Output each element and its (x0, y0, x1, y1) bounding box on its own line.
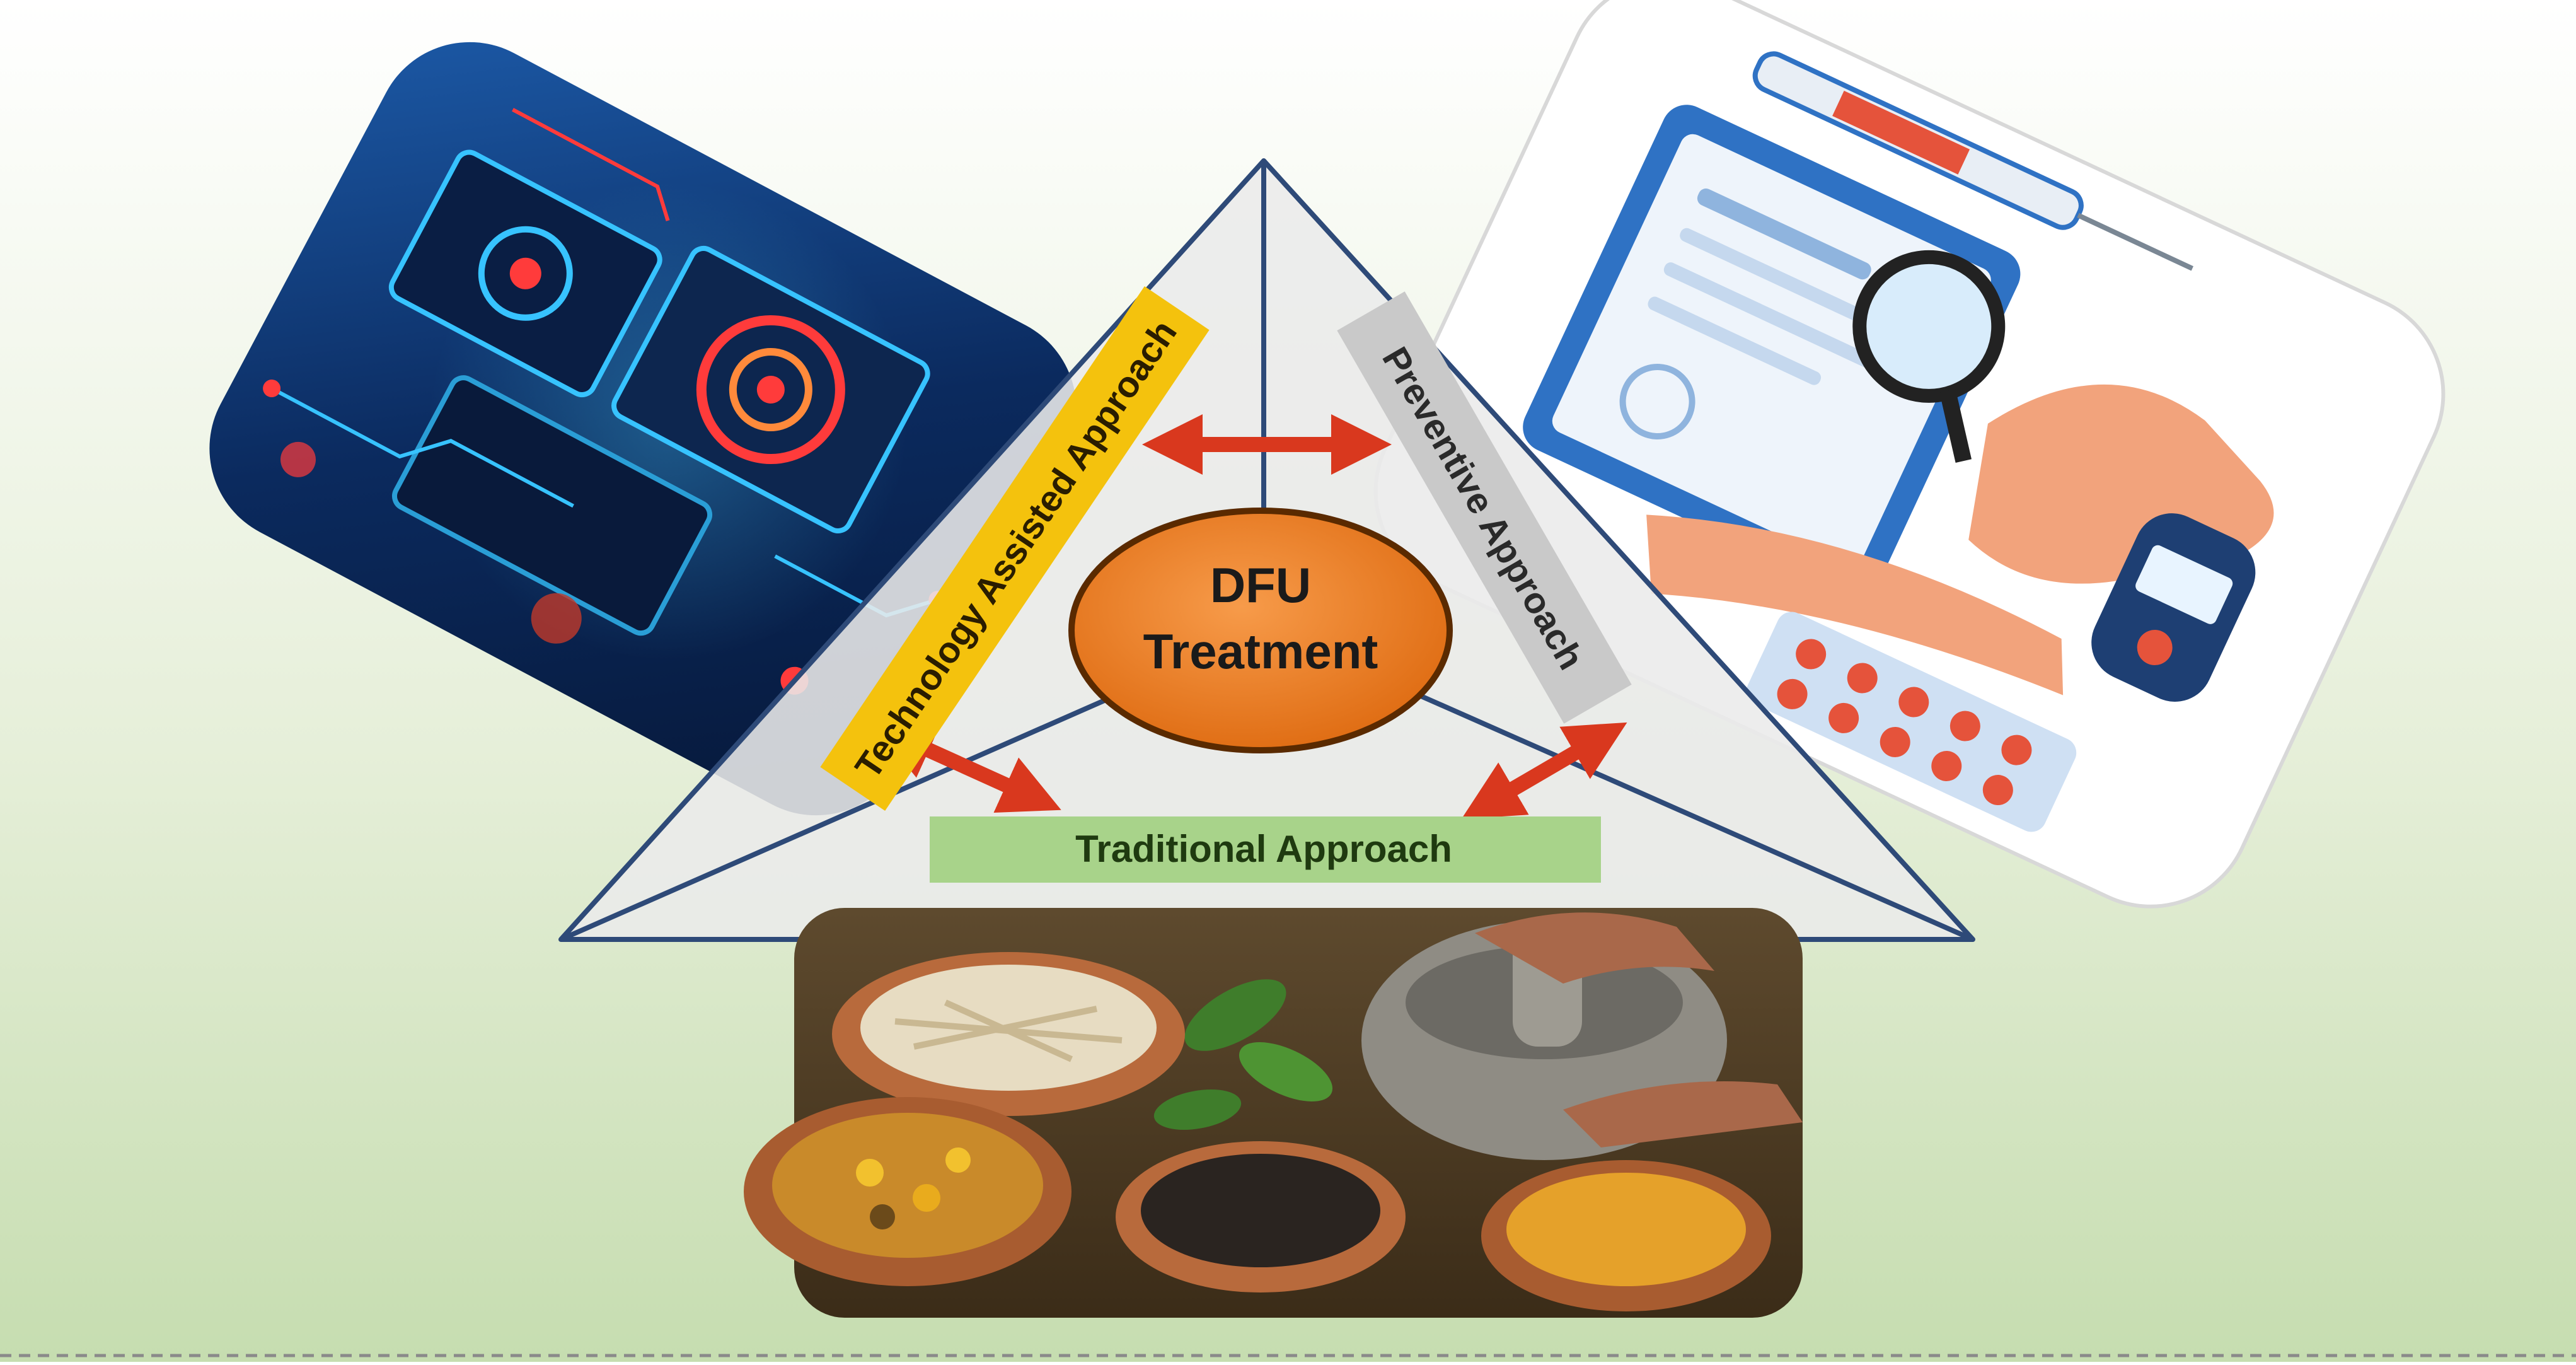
traditional-image (744, 908, 1803, 1318)
traditional-label: Traditional Approach (930, 816, 1601, 883)
center-label-line1: DFU (1210, 557, 1311, 613)
center-node: DFU Treatment (1068, 508, 1453, 753)
center-label-line2: Treatment (1143, 624, 1378, 679)
arrow-preventive-traditional (1461, 722, 1627, 820)
traditional-label-text: Traditional Approach (1075, 828, 1452, 870)
